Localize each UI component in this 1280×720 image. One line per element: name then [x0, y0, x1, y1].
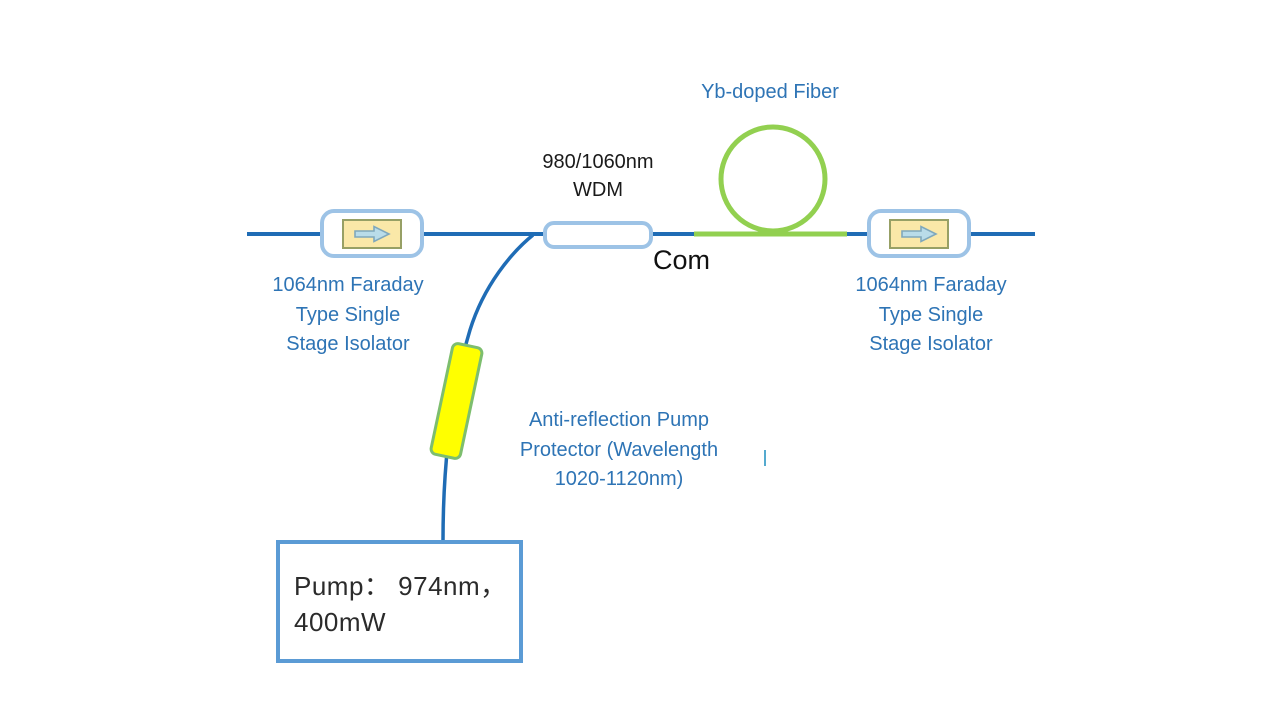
pump-fiber-curve	[441, 233, 535, 542]
pump-source-label: Pump： 974nm， 400mW	[294, 568, 519, 640]
isolator-right-label-line1: 1064nm Faraday	[855, 274, 1007, 296]
pump-protector-label-line2: Protector (Wavelength	[519, 438, 719, 461]
wdm-label-line2: WDM	[573, 179, 623, 201]
isolator-left-label-line2: Type Single	[295, 303, 401, 326]
pump-label-line1: Pump： 974nm，	[294, 571, 507, 601]
wdm-component	[543, 221, 653, 249]
isolator-left-core	[342, 218, 402, 249]
isolator-right-label-line3: Stage Isolator	[869, 333, 993, 355]
wdm-label-line1: 980/1060nm	[542, 151, 654, 173]
com-port-label: Com	[653, 245, 711, 275]
text-cursor-artifact	[764, 450, 766, 466]
pump-protector-label: Anti-reflection Pump Protector (Waveleng…	[488, 406, 750, 495]
isolator-left-label-line3: Stage Isolator	[286, 333, 410, 355]
yb-fiber-loop	[718, 124, 828, 234]
pump-protector-label-line1: Anti-reflection Pump	[528, 409, 710, 431]
pump-protector-label-line3: 1020-1120nm)	[554, 468, 684, 490]
right-arrow-icon	[901, 224, 938, 243]
wdm-label: 980/1060nm WDM	[518, 148, 678, 204]
isolator-right-core	[889, 218, 949, 249]
isolator-left-label-line1: 1064nm Faraday	[272, 274, 424, 296]
pump-source-box: Pump： 974nm， 400mW	[276, 540, 523, 663]
isolator-right-label-line2: Type Single	[878, 303, 984, 326]
right-arrow-icon	[354, 224, 391, 243]
isolator-left-label: 1064nm Faraday Type Single Stage Isolato…	[248, 271, 448, 360]
isolator-left	[320, 209, 424, 258]
isolator-right-label: 1064nm Faraday Type Single Stage Isolato…	[831, 271, 1031, 360]
yb-fiber-label: Yb-doped Fiber	[701, 81, 839, 103]
pump-label-line2: 400mW	[294, 607, 387, 637]
isolator-right	[867, 209, 971, 258]
